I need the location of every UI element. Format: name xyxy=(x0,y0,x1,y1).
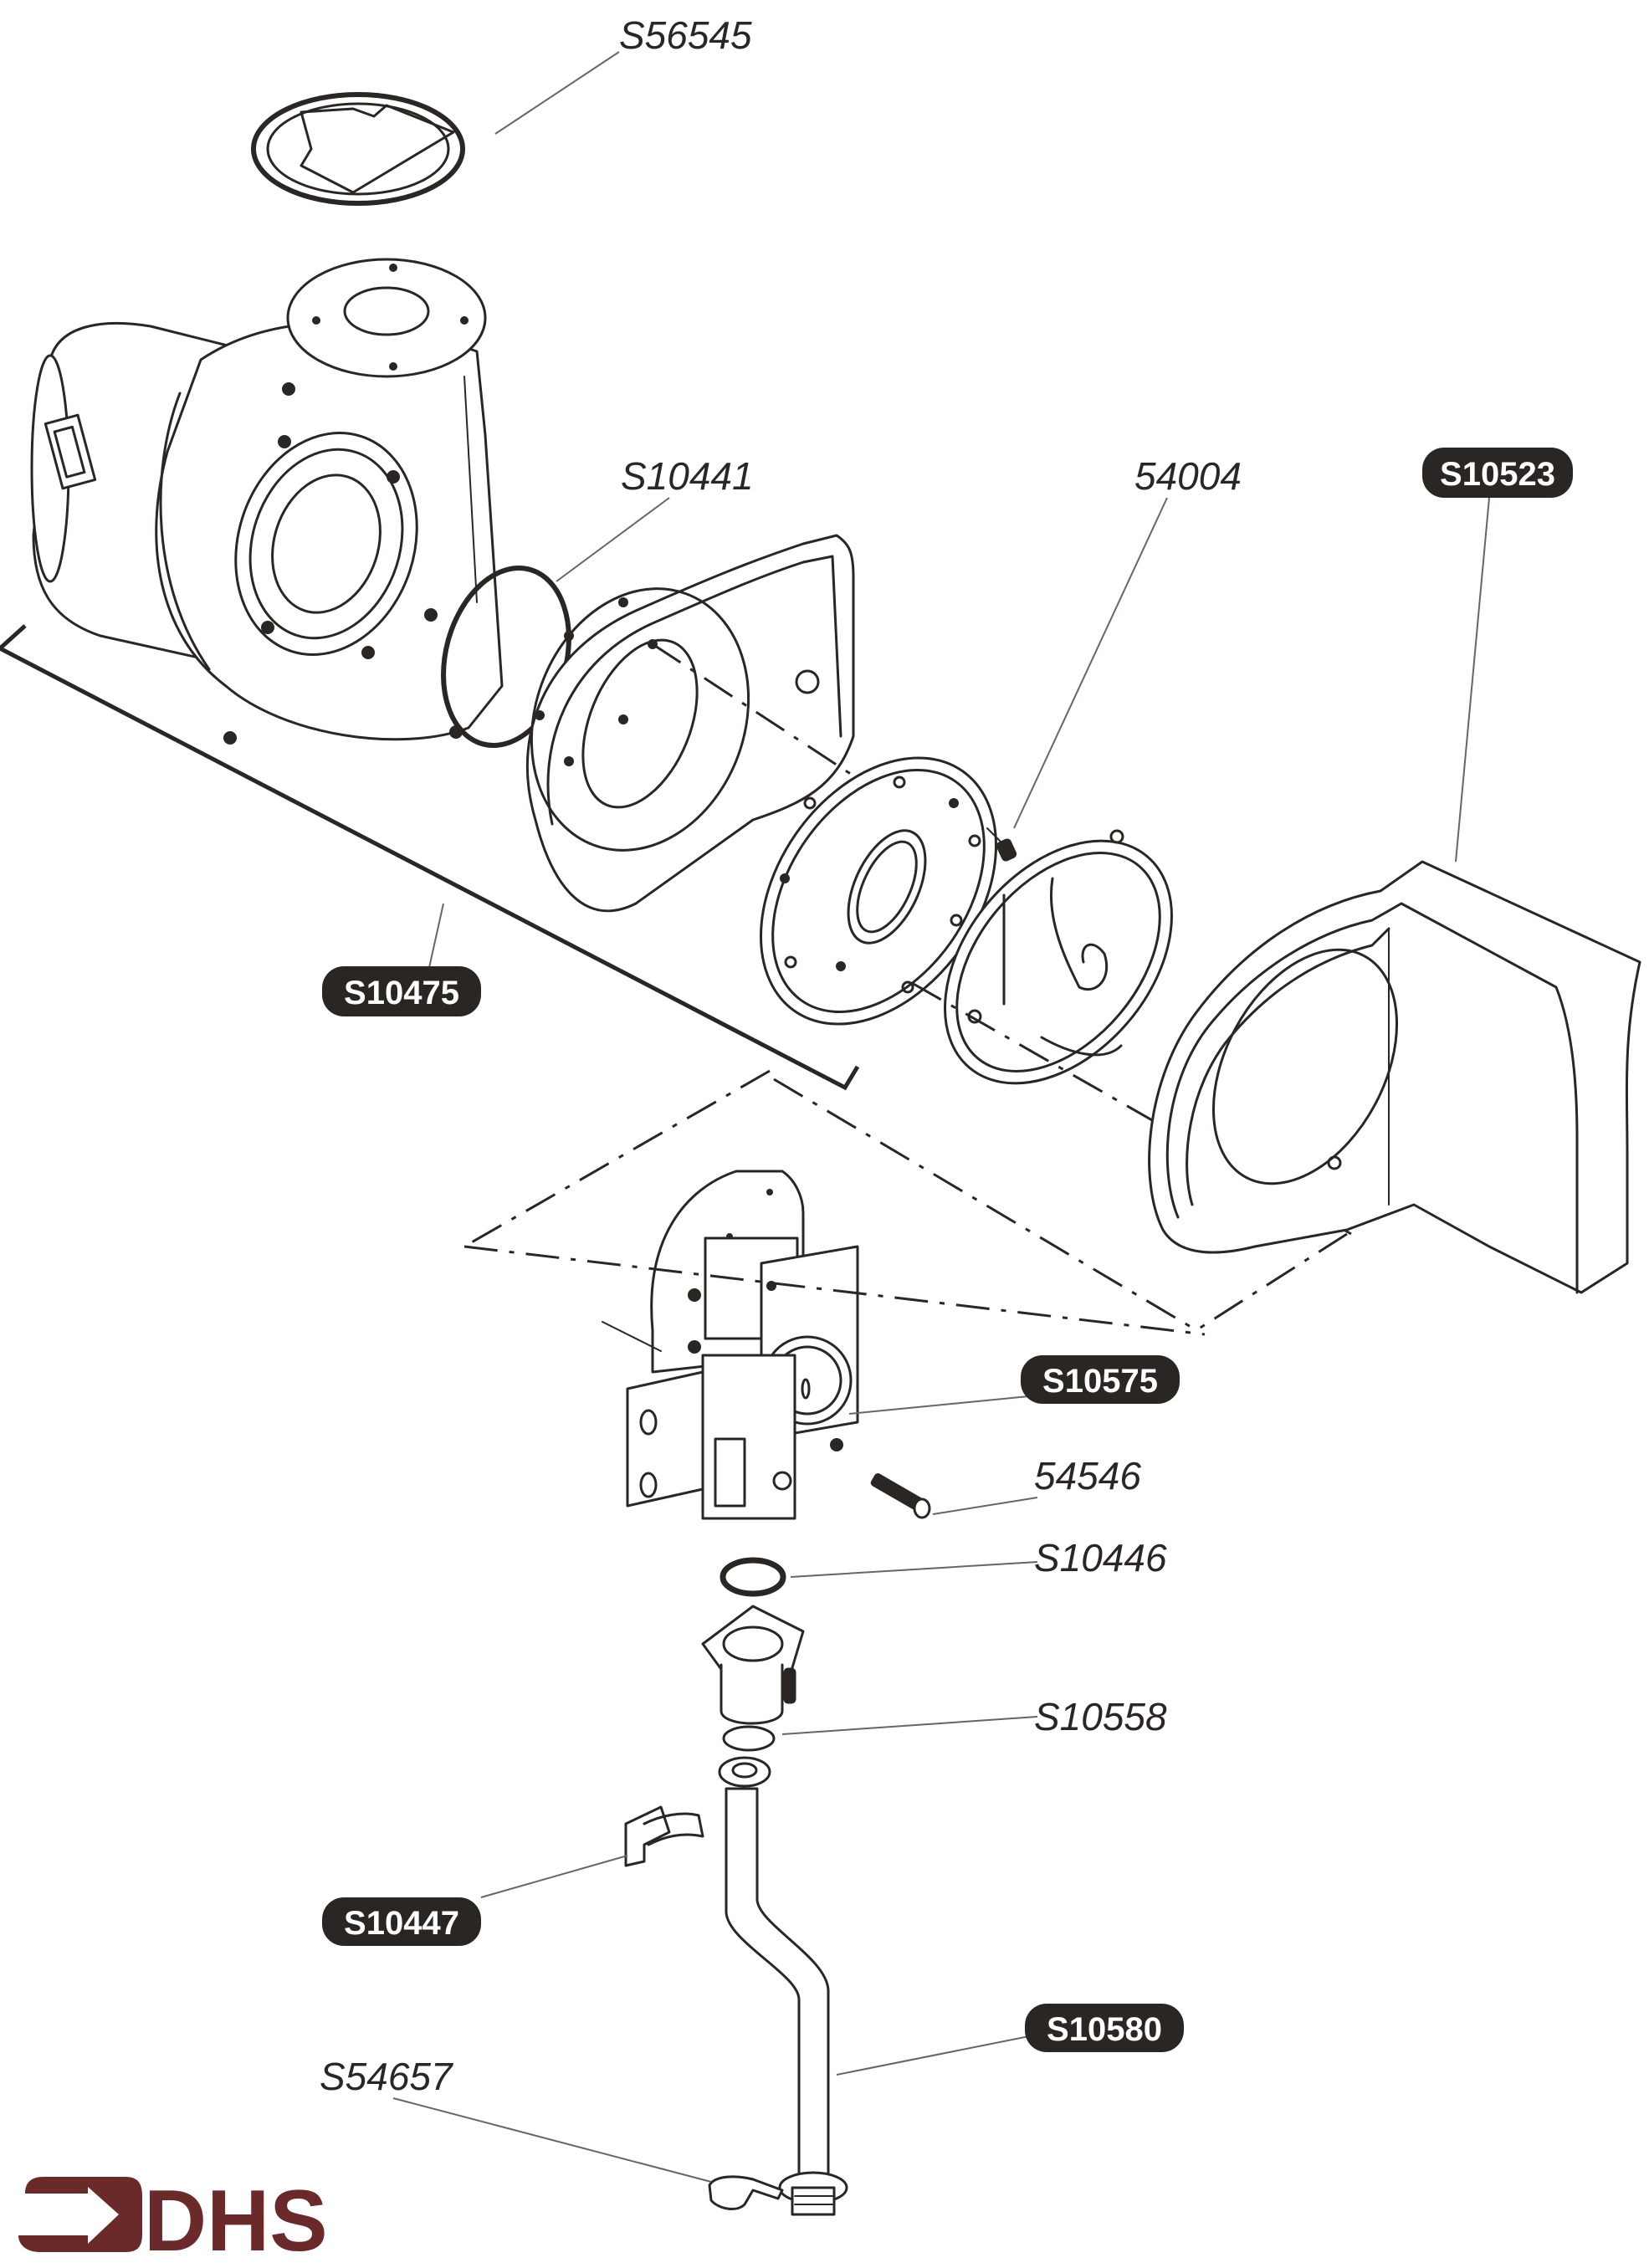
gas-valve-drawing xyxy=(626,1170,859,1520)
leader-s10580 xyxy=(836,2034,1038,2076)
pipe-clip-s10447-drawing xyxy=(624,1805,704,1867)
cover-s10523-drawing xyxy=(1148,860,1641,1294)
group-bracket-s10475 xyxy=(0,624,860,1091)
part-label-s10446: S10446 xyxy=(1034,1536,1167,1579)
seal-s10558-drawing xyxy=(722,1725,776,1752)
dhs-logo: DHS xyxy=(18,2173,328,2268)
part-label-s56545: S56545 xyxy=(619,13,752,57)
burner-disc-drawing xyxy=(760,756,997,1026)
alignment-line-upper xyxy=(652,643,896,805)
part-badge-s10580: S10580 xyxy=(1025,2004,1184,2052)
screw-54004-drawing xyxy=(986,827,1017,862)
leader-54546 xyxy=(932,1497,1038,1515)
part-label-s10441: S10441 xyxy=(621,454,754,498)
leader-s10523 xyxy=(1455,497,1490,863)
leader-s10446 xyxy=(790,1561,1038,1578)
part-badge-s10575: S10575 xyxy=(1021,1355,1180,1404)
leader-54004 xyxy=(1013,497,1168,829)
alignment-line-lower-right xyxy=(773,1078,1348,1332)
retaining-clip-s54657-drawing xyxy=(708,2175,784,2210)
part-badge-label-s10447: S10447 xyxy=(344,1905,459,1942)
leader-s10575 xyxy=(848,1395,1038,1415)
leader-s10441 xyxy=(556,497,670,582)
leader-s54657 xyxy=(392,2097,712,2183)
part-badge-label-s10575: S10575 xyxy=(1042,1363,1158,1400)
part-badge-label-s10580: S10580 xyxy=(1047,2011,1162,2048)
mixing-plate-drawing xyxy=(525,534,855,913)
leader-s10558 xyxy=(781,1716,1038,1735)
baffle-drawing xyxy=(944,829,1173,1085)
o-ring-s10446-drawing xyxy=(720,1557,786,1597)
leader-s10447 xyxy=(480,1855,628,1898)
part-label-54004: 54004 xyxy=(1134,454,1242,498)
part-badge-s10475: S10475 xyxy=(322,966,481,1016)
part-badge-label-s10475: S10475 xyxy=(344,975,459,1011)
logo-text: DHS xyxy=(144,2173,328,2268)
inlet-fitting-drawing xyxy=(701,1605,805,1725)
gas-pipe-drawing xyxy=(718,1756,848,2216)
part-badge-s10447: S10447 xyxy=(322,1897,481,1946)
part-label-s54657: S54657 xyxy=(320,2055,453,2098)
part-label-s10558: S10558 xyxy=(1034,1695,1167,1738)
alignment-line-lower-left xyxy=(463,1069,1206,1336)
fan-assembly-drawing xyxy=(30,258,504,745)
gasket-s56545-drawing xyxy=(251,92,465,206)
leader-s56545 xyxy=(494,51,620,135)
alignment-line-valve-axis xyxy=(602,1321,662,1352)
arrow-into-bracket-icon xyxy=(18,2177,142,2252)
part-badge-label-s10523: S10523 xyxy=(1440,456,1555,493)
part-badge-s10523: S10523 xyxy=(1422,448,1573,498)
screw-54546-drawing xyxy=(870,1473,931,1519)
part-label-54546: 54546 xyxy=(1034,1454,1141,1497)
